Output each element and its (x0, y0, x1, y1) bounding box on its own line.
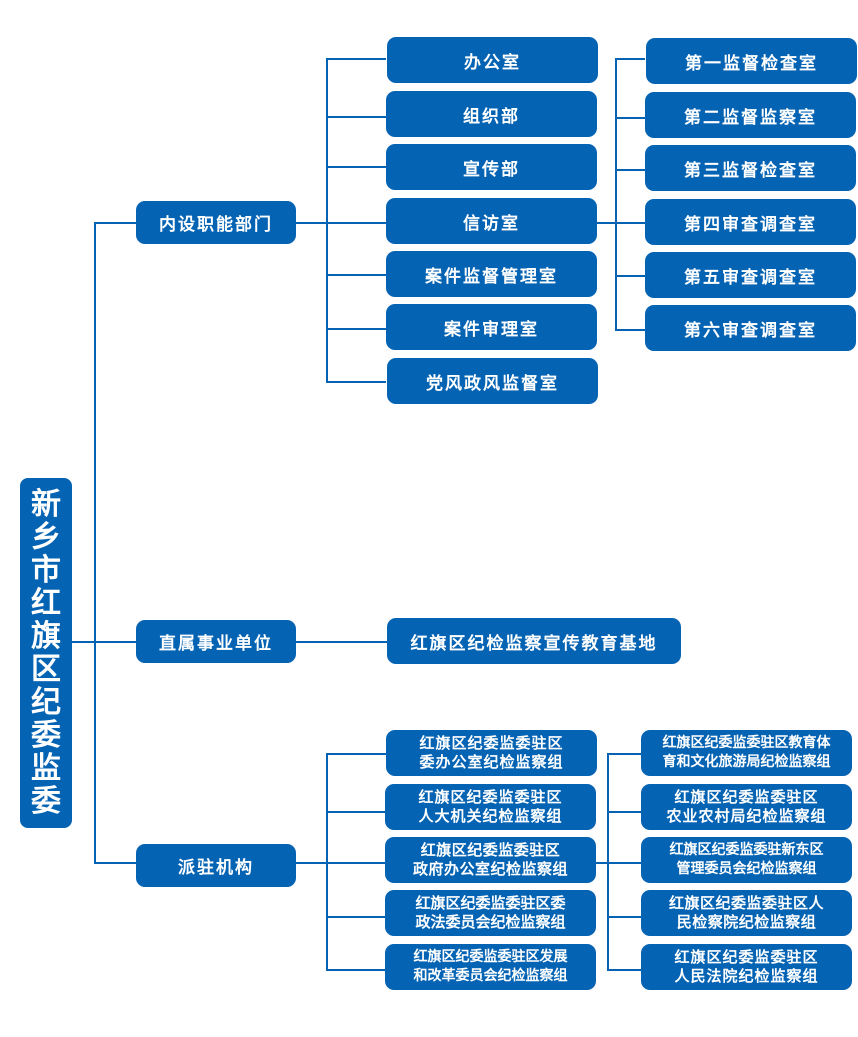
sub-link (615, 117, 645, 119)
child-link (326, 381, 386, 383)
sub-link (615, 58, 645, 60)
dispatched-left-spine (326, 753, 328, 969)
root-char: 委 (31, 784, 61, 819)
node-dispatched-left: 红旗区纪委监委驻区 人大机关纪检监察组 (385, 784, 596, 830)
node-direct-child: 红旗区纪检监察宣传教育基地 (387, 618, 681, 664)
node-sub-child: 第一监督检查室 (646, 38, 857, 84)
right-link (607, 753, 641, 755)
root-char: 乡 (31, 520, 61, 555)
child-link (326, 328, 386, 330)
node-internal-departments: 内设职能部门 (136, 201, 296, 244)
node-sub-child: 第五审查调查室 (645, 252, 856, 298)
sub-link (615, 169, 645, 171)
root-char: 纪 (31, 685, 61, 720)
node-sub-child: 第六审查调查室 (645, 305, 856, 351)
sub-children-spine (615, 58, 617, 330)
node-dispatched-agencies: 派驻机构 (136, 844, 296, 887)
internal-to-children-line (296, 222, 386, 224)
internal-children-spine (326, 58, 328, 381)
sub-link (615, 329, 645, 331)
right-link (607, 969, 641, 971)
root-char: 新 (31, 487, 61, 522)
root-trunk-line (94, 222, 96, 862)
right-link (607, 811, 641, 813)
node-direct-units: 直属事业单位 (136, 620, 296, 663)
child-link (326, 58, 386, 60)
node-internal-child: 案件监督管理室 (386, 251, 597, 297)
node-internal-child: 宣传部 (386, 144, 597, 190)
root-char: 监 (31, 751, 61, 786)
root-char: 旗 (31, 619, 61, 654)
left-link (326, 753, 386, 755)
direct-to-child-line (296, 641, 387, 643)
node-internal-child: 办公室 (387, 37, 598, 83)
node-sub-child: 第四审查调查室 (645, 199, 856, 245)
root-char: 市 (31, 553, 61, 588)
node-dispatched-right: 红旗区纪委监委驻新东区 管理委员会纪检监察组 (641, 837, 852, 883)
root-link-line (72, 641, 95, 643)
node-internal-child: 组织部 (386, 91, 597, 137)
node-dispatched-left: 红旗区纪委监委驻区 委办公室纪检监察组 (386, 730, 597, 776)
root-char: 区 (31, 652, 61, 687)
node-dispatched-right: 红旗区纪委监委驻区 人民法院纪检监察组 (641, 944, 852, 990)
root-node: 新 乡 市 红 旗 区 纪 委 监 委 (20, 478, 72, 828)
right-link (607, 916, 641, 918)
node-dispatched-right: 红旗区纪委监委驻区人 民检察院纪检监察组 (641, 890, 852, 936)
node-dispatched-right: 红旗区纪委监委驻区 农业农村局纪检监察组 (641, 784, 852, 830)
left-link (326, 811, 386, 813)
sub-link (615, 275, 645, 277)
node-sub-child: 第二监督监察室 (645, 92, 856, 138)
child-link (326, 116, 386, 118)
node-dispatched-left: 红旗区纪委监委驻区委 政法委员会纪检监察组 (385, 890, 596, 936)
node-dispatched-left: 红旗区纪委监委驻区发展 和改革委员会纪检监察组 (385, 944, 596, 990)
dispatched-branch-line (94, 862, 136, 864)
node-internal-child: 信访室 (386, 198, 597, 244)
child-link (326, 166, 386, 168)
left-link (326, 916, 386, 918)
root-char: 红 (31, 586, 61, 621)
child-link (326, 274, 386, 276)
node-dispatched-left: 红旗区纪委监委驻区 政府办公室纪检监察组 (385, 837, 596, 883)
node-internal-child: 案件审理室 (386, 304, 597, 350)
direct-branch-line (94, 641, 136, 643)
node-dispatched-right: 红旗区纪委监委驻区教育体 育和文化旅游局纪检监察组 (641, 730, 852, 776)
dispatched-right-spine (607, 753, 609, 969)
node-sub-child: 第三监督检查室 (645, 145, 856, 191)
node-internal-child: 党风政风监督室 (387, 358, 598, 404)
xinfang-to-sub-line (597, 222, 645, 224)
internal-branch-line (94, 222, 136, 224)
root-char: 委 (31, 718, 61, 753)
left-link (326, 969, 386, 971)
